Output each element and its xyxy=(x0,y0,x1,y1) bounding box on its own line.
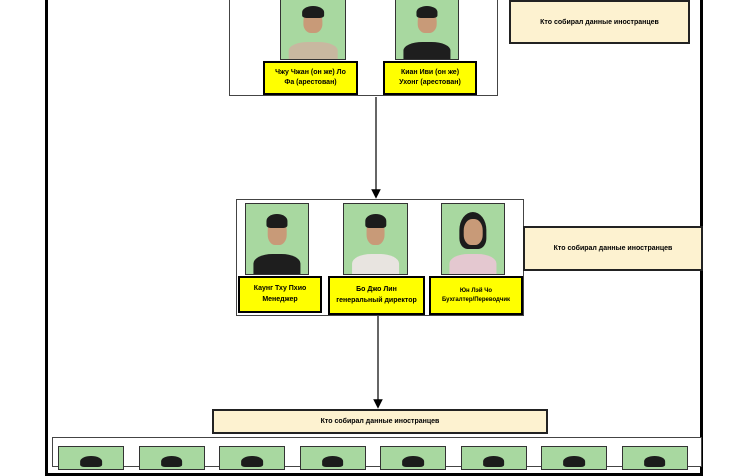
tier3-note: Кто собирал данные иностранцев xyxy=(212,409,548,434)
label-kaung-thu-phyo: Каунг Тху Пхио Менеджер xyxy=(238,276,322,313)
photo-yun-lei-cho xyxy=(441,203,505,275)
label-line1: Киан Иви (он же) xyxy=(400,68,460,76)
label-line2: Менеджер xyxy=(262,295,298,303)
label-line2: генеральный директор xyxy=(336,296,417,304)
label-bo-jo-lin: Бо Джо Лин генеральный директор xyxy=(328,276,425,315)
photo-kian-ivi xyxy=(395,0,459,60)
label-line1: Чжу Чжан (он же) Ло xyxy=(275,68,346,76)
photo-kaung-thu-phyo xyxy=(245,203,309,275)
label-line2: Бухгалтер/Переводчик xyxy=(441,296,511,303)
tier1-note: Кто собирал данные иностранцев xyxy=(509,0,690,44)
label-line2: Ухонг (арестован) xyxy=(399,79,461,86)
tier2-note: Кто собирал данные иностранцев xyxy=(523,226,703,271)
connector-arrows xyxy=(371,97,383,409)
label-line1: Каунг Тху Пхио xyxy=(253,285,307,293)
photo-bo-jo-lin xyxy=(343,203,408,275)
label-line2: Фа (арестован) xyxy=(284,79,337,86)
photo-zhu-zhan xyxy=(280,0,346,60)
label-yun-lei-cho: Юн Лэй Чо Бухгалтер/Переводчик xyxy=(429,276,523,315)
label-zhu-zhan: Чжу Чжан (он же) Ло Фа (арестован) xyxy=(263,61,358,95)
label-kian-ivi: Киан Иви (он же) Ухонг (арестован) xyxy=(383,61,477,95)
label-line1: Юн Лэй Чо xyxy=(459,287,493,294)
label-line1: Бо Джо Лин xyxy=(356,286,397,294)
